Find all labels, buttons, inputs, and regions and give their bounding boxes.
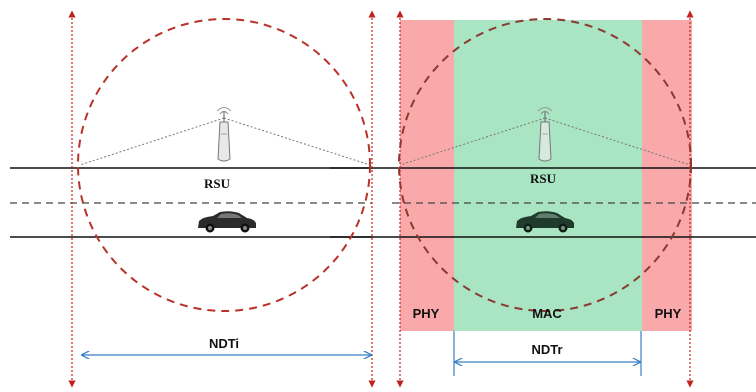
phy-label-right: PHY (655, 306, 682, 321)
ndtr-label: NDTr (531, 342, 562, 357)
ndtr-range-bracket (453, 331, 642, 376)
mac-label: MAC (532, 306, 562, 321)
boundary-lines (68, 10, 694, 388)
rsu-tower-icon (216, 107, 232, 162)
car-icon (198, 211, 256, 233)
mac-zone (454, 20, 642, 331)
phy-zone-right (642, 20, 692, 331)
car-icon (516, 211, 574, 233)
ndti-label: NDTi (209, 336, 239, 351)
rsu-tower-icon (537, 107, 553, 162)
phy-label-left: PHY (413, 306, 440, 321)
rsu-label-left: RSU (204, 176, 231, 191)
rsu-label-right: RSU (530, 171, 557, 186)
phy-zone-left (400, 20, 454, 331)
coverage-circle-left (77, 18, 371, 312)
signal-lines-left (79, 117, 371, 166)
road-left (10, 167, 372, 238)
signal-lines-right (399, 117, 691, 166)
